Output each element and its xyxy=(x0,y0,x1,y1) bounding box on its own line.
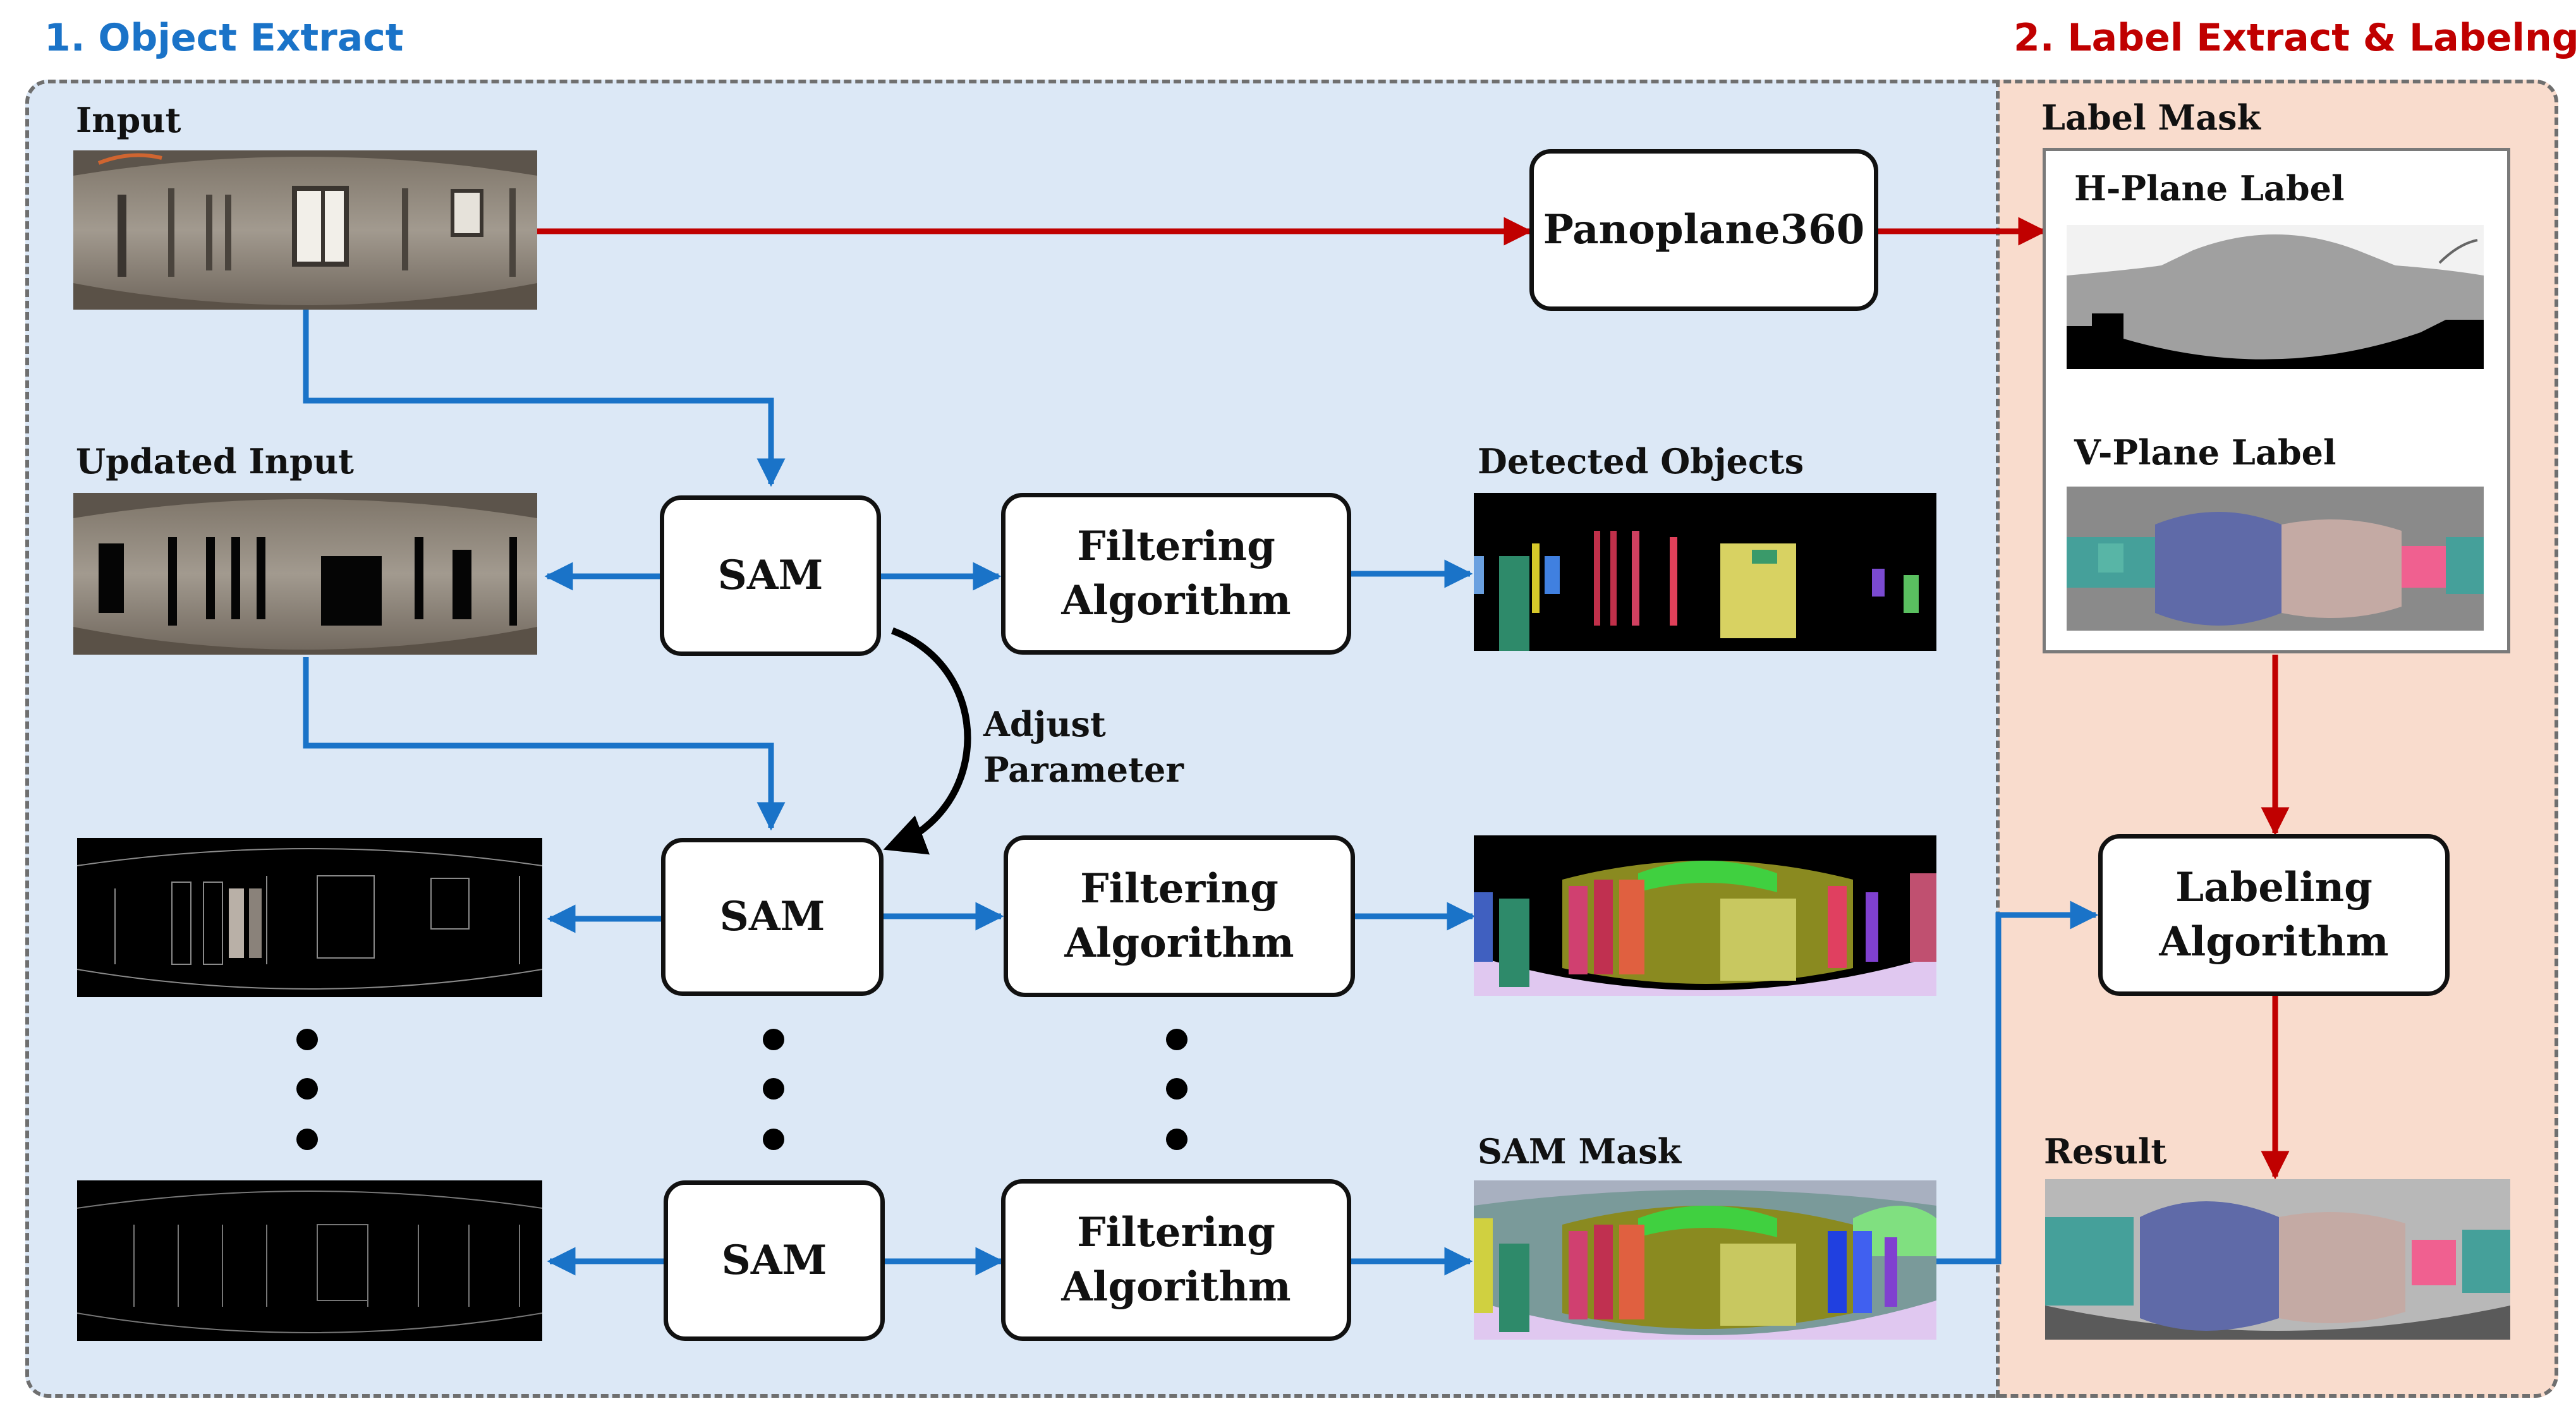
arrow-input-to-sam1 xyxy=(303,310,786,487)
updated-input-label: Updated Input xyxy=(76,441,354,482)
sam-box-3: SAM xyxy=(664,1180,885,1341)
segmentation-mask-image-2 xyxy=(1474,835,1936,996)
labeling-line1: Labeling xyxy=(2175,864,2372,911)
ellipsis-dot xyxy=(1166,1078,1188,1100)
detected-objects-label: Detected Objects xyxy=(1478,441,1804,482)
arrow-sammask-to-labeling xyxy=(1936,900,2099,1264)
filter3-line1: Filtering xyxy=(1077,1209,1275,1256)
outer-dashed-border xyxy=(25,80,2558,1398)
filter3-line2: Algorithm xyxy=(1061,1263,1291,1311)
ellipsis-dot xyxy=(296,1029,318,1050)
ellipsis-dot xyxy=(296,1078,318,1100)
detected-objects-image xyxy=(1474,493,1936,651)
ellipsis-dot xyxy=(296,1129,318,1150)
adjust-line-1: Adjust xyxy=(983,704,1106,744)
filter2-line2: Algorithm xyxy=(1064,919,1294,967)
input-panorama-image xyxy=(73,150,537,310)
v-plane-label-title: V-Plane Label xyxy=(2074,432,2336,473)
label-mask-label: Label Mask xyxy=(2041,97,2261,138)
filter1-line2: Algorithm xyxy=(1061,577,1291,624)
sam-box-2: SAM xyxy=(661,838,884,996)
ellipsis-dot xyxy=(1166,1129,1188,1150)
v-plane-label-image xyxy=(2067,487,2484,631)
h-plane-label-title: H-Plane Label xyxy=(2074,168,2345,209)
section-title-object-extract: 1. Object Extract xyxy=(44,16,404,60)
adjust-parameter-label: Adjust Parameter xyxy=(983,701,1184,792)
ellipsis-dot xyxy=(1166,1029,1188,1050)
section-divider xyxy=(1996,80,2000,1398)
edge-map-image-2 xyxy=(77,1180,542,1341)
sam-mask-image xyxy=(1474,1180,1936,1340)
input-label: Input xyxy=(76,100,181,140)
result-image xyxy=(2045,1179,2510,1340)
edge-map-image-1 xyxy=(77,838,542,997)
ellipsis-dot xyxy=(763,1078,784,1100)
h-plane-label-image xyxy=(2067,225,2484,369)
section-title-label-extract: 2. Label Extract & Labelng xyxy=(2014,16,2576,60)
arrow-updated-to-sam2 xyxy=(303,657,786,831)
adjust-parameter-arrow xyxy=(883,627,971,855)
updated-input-panorama-image xyxy=(73,493,537,655)
ellipsis-dot xyxy=(763,1029,784,1050)
filter1-line1: Filtering xyxy=(1077,523,1275,570)
labeling-line2: Algorithm xyxy=(2159,918,2389,966)
sam-mask-label: SAM Mask xyxy=(1478,1131,1682,1172)
result-label: Result xyxy=(2044,1131,2167,1172)
ellipsis-dot xyxy=(763,1129,784,1150)
filter2-line1: Filtering xyxy=(1080,865,1279,912)
sam-box-1: SAM xyxy=(660,495,881,656)
adjust-line-2: Parameter xyxy=(983,749,1184,790)
panoplane360-box: Panoplane360 xyxy=(1529,149,1878,311)
